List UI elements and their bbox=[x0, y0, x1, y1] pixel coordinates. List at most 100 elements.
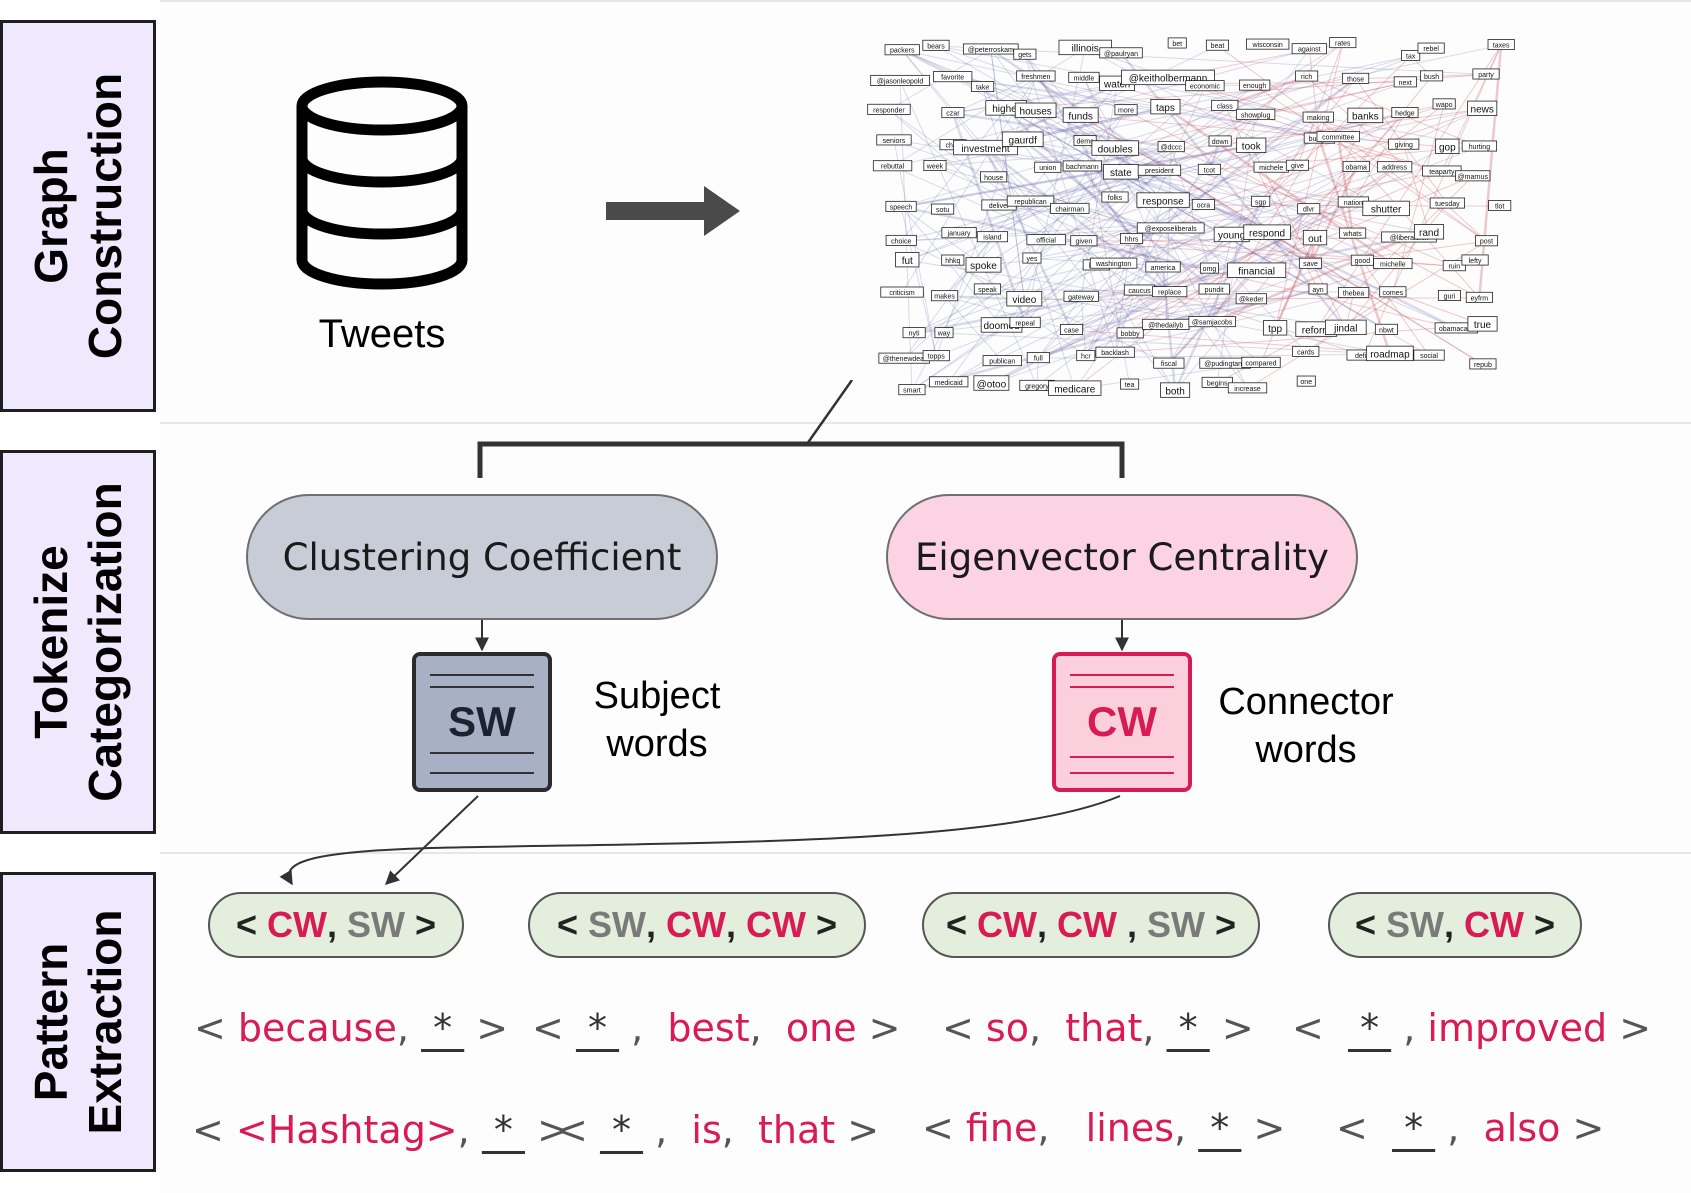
graph-node-label: @exposeliberals bbox=[1145, 226, 1197, 233]
graph-node-label: nbwt bbox=[1379, 327, 1394, 334]
graph-node: guri bbox=[1437, 289, 1461, 301]
arrow-right-icon bbox=[606, 186, 740, 236]
graph-edge bbox=[1038, 291, 1170, 359]
graph-node-label: @paulryan bbox=[1104, 51, 1138, 58]
graph-node-label: video bbox=[1012, 295, 1036, 306]
pattern-token: > bbox=[1205, 904, 1237, 945]
graph-node: true bbox=[1467, 316, 1498, 332]
graph-node: @otoo bbox=[973, 375, 1010, 391]
graph-node: packers bbox=[884, 44, 920, 56]
graph-node: whats bbox=[1339, 227, 1367, 239]
graph-node: compared bbox=[1241, 356, 1281, 368]
pattern-box: < CW, SW > bbox=[208, 892, 464, 958]
graph-edge bbox=[914, 298, 1252, 334]
example-token: improved bbox=[1427, 1006, 1608, 1050]
graph-node: michelle bbox=[1373, 258, 1413, 270]
graph-node-label: funds bbox=[1068, 111, 1092, 122]
graph-node-label: seniors bbox=[883, 138, 906, 145]
graph-node: ayn bbox=[1308, 283, 1328, 295]
graph-node-label: save bbox=[1303, 261, 1318, 268]
graph-node: ruin bbox=[1442, 260, 1466, 272]
graph-node-label: deliver bbox=[989, 203, 1010, 210]
graph-node: those bbox=[1342, 72, 1370, 84]
eigenvector-centrality-box: Eigenvector Centrality bbox=[886, 494, 1358, 620]
example-token: one bbox=[785, 1006, 857, 1050]
example-token: > bbox=[464, 1006, 509, 1050]
graph-node-label: ruin bbox=[1448, 264, 1460, 271]
graph-node: hedge bbox=[1391, 107, 1419, 118]
graph-node-label: @samjacobs bbox=[1192, 320, 1233, 327]
graph-node: pundit bbox=[1198, 283, 1230, 295]
graph-node: both bbox=[1160, 382, 1191, 398]
graph-node-label: one bbox=[1300, 379, 1312, 386]
graph-node-label: gregory bbox=[1025, 383, 1049, 390]
graph-edge bbox=[1031, 109, 1127, 259]
example-pattern: < because, * > bbox=[194, 1006, 508, 1050]
subject-words-document: SW bbox=[412, 652, 552, 792]
graph-node-label: @pudingtane bbox=[1204, 361, 1246, 368]
graph-node: topps bbox=[922, 350, 950, 362]
graph-node: union bbox=[1034, 161, 1062, 173]
graph-edge bbox=[1071, 237, 1316, 331]
graph-node: wapo bbox=[1432, 98, 1456, 110]
graph-node: fiscal bbox=[1153, 357, 1185, 369]
graph-edge bbox=[1254, 85, 1487, 242]
graph-node-label: week bbox=[926, 163, 944, 170]
graph-node: freshmen bbox=[1016, 70, 1056, 82]
graph-node-label: @thedailyb bbox=[1148, 322, 1183, 329]
graph-edge bbox=[1211, 236, 1410, 324]
example-token: > bbox=[1560, 1106, 1605, 1150]
graph-edge bbox=[1255, 81, 1406, 116]
graph-node-label: party bbox=[1478, 72, 1494, 79]
graph-node-label: czar bbox=[946, 111, 960, 118]
graph-edge bbox=[888, 109, 1000, 206]
graph-edge bbox=[1080, 296, 1087, 357]
graph-node-label: ayn bbox=[1312, 287, 1323, 294]
pattern-token: SW bbox=[337, 904, 405, 945]
graph-edge bbox=[948, 146, 1448, 383]
graph-node-label: washington bbox=[1095, 261, 1132, 268]
graph-node-label: rich bbox=[1301, 74, 1312, 81]
pattern-token: , bbox=[646, 904, 657, 945]
graph-node-label: pundit bbox=[1205, 287, 1224, 294]
graph-edge bbox=[900, 145, 1252, 208]
graph-node-label: @peterroskam bbox=[968, 47, 1014, 54]
graph-node-label: chairman bbox=[1055, 206, 1084, 213]
example-token: < bbox=[1292, 1006, 1348, 1050]
graph-node-label: wisconsin bbox=[1251, 42, 1282, 49]
graph-node: america bbox=[1145, 261, 1181, 273]
graph-node-label: middle bbox=[1074, 75, 1095, 82]
graph-edge bbox=[1309, 166, 1358, 265]
graph-node: against bbox=[1291, 43, 1327, 55]
example-token: * bbox=[421, 1006, 465, 1050]
example-pattern: < * , is, that > bbox=[556, 1108, 879, 1152]
graph-node: favorite bbox=[933, 71, 973, 83]
graph-node: bachmann bbox=[1062, 160, 1102, 172]
graph-node-label: economic bbox=[1190, 84, 1220, 91]
graph-node: shutter bbox=[1362, 200, 1410, 217]
stage-label-pattern-extraction: Pattern Extraction bbox=[0, 872, 156, 1172]
graph-edge bbox=[1274, 43, 1344, 329]
example-token: * bbox=[599, 1108, 644, 1152]
graph-node: gateway bbox=[1063, 290, 1099, 302]
graph-edge bbox=[934, 165, 1164, 268]
graph-node-label: young bbox=[1218, 231, 1245, 242]
graph-node-label: watch bbox=[1103, 80, 1130, 91]
graph-node-label: more bbox=[1118, 108, 1134, 115]
graph-node-label: full bbox=[1034, 356, 1043, 363]
graph-node-label: bobby bbox=[1121, 331, 1141, 338]
example-token: fine bbox=[965, 1106, 1038, 1150]
graph-node: doubles bbox=[1091, 140, 1139, 156]
graph-node-label: dlvr bbox=[1303, 207, 1315, 214]
connector-words-document: CW bbox=[1052, 652, 1192, 792]
graph-edge bbox=[1211, 235, 1233, 323]
graph-node: taxes bbox=[1487, 39, 1515, 51]
graph-node: comes bbox=[1379, 286, 1407, 298]
graph-edge bbox=[1074, 104, 1445, 390]
example-token: also bbox=[1483, 1106, 1561, 1150]
graph-node-label: @keitholbermann bbox=[1129, 74, 1208, 85]
graph-node-label: cards bbox=[1297, 349, 1315, 356]
graph-edge bbox=[948, 112, 1406, 383]
graph-node: eyfrm bbox=[1465, 291, 1493, 303]
graph-edge bbox=[983, 42, 1344, 267]
